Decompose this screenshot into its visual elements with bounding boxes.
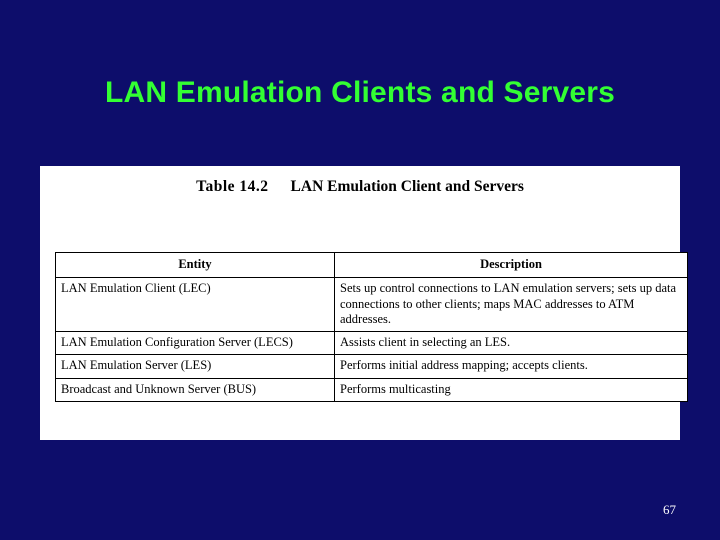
cell-entity: Broadcast and Unknown Server (BUS) — [55, 377, 335, 402]
cell-description: Assists client in selecting an LES. — [334, 330, 688, 356]
page-title: LAN Emulation Clients and Servers — [104, 76, 616, 109]
table-row: LAN Emulation Client (LEC) Sets up contr… — [55, 277, 688, 332]
table-row: LAN Emulation Server (LES) Performs init… — [55, 354, 688, 379]
cell-description: Performs multicasting — [334, 377, 688, 402]
column-header-description: Description — [334, 251, 688, 279]
table-caption-number: Table 14.2 — [196, 178, 269, 195]
table-row: Broadcast and Unknown Server (BUS) Perfo… — [55, 377, 688, 402]
cell-description: Sets up control connections to LAN emula… — [334, 277, 688, 332]
table-header-row: Entity Description — [55, 251, 688, 279]
cell-entity: LAN Emulation Configuration Server (LECS… — [55, 330, 335, 356]
cell-entity: LAN Emulation Server (LES) — [55, 354, 335, 379]
column-header-entity: Entity — [55, 251, 335, 279]
slide-page-number: 67 — [663, 502, 676, 517]
table-row: LAN Emulation Configuration Server (LECS… — [55, 330, 688, 356]
cell-description: Performs initial address mapping; accept… — [334, 354, 688, 379]
cell-entity: LAN Emulation Client (LEC) — [55, 277, 335, 332]
entities-table: Entity Description LAN Emulation Client … — [55, 251, 688, 402]
table-caption-text: LAN Emulation Client and Servers — [290, 178, 524, 195]
table-caption: Table 14.2 LAN Emulation Client and Serve… — [40, 178, 680, 196]
table-figure: Table 14.2 LAN Emulation Client and Serve… — [40, 166, 688, 440]
